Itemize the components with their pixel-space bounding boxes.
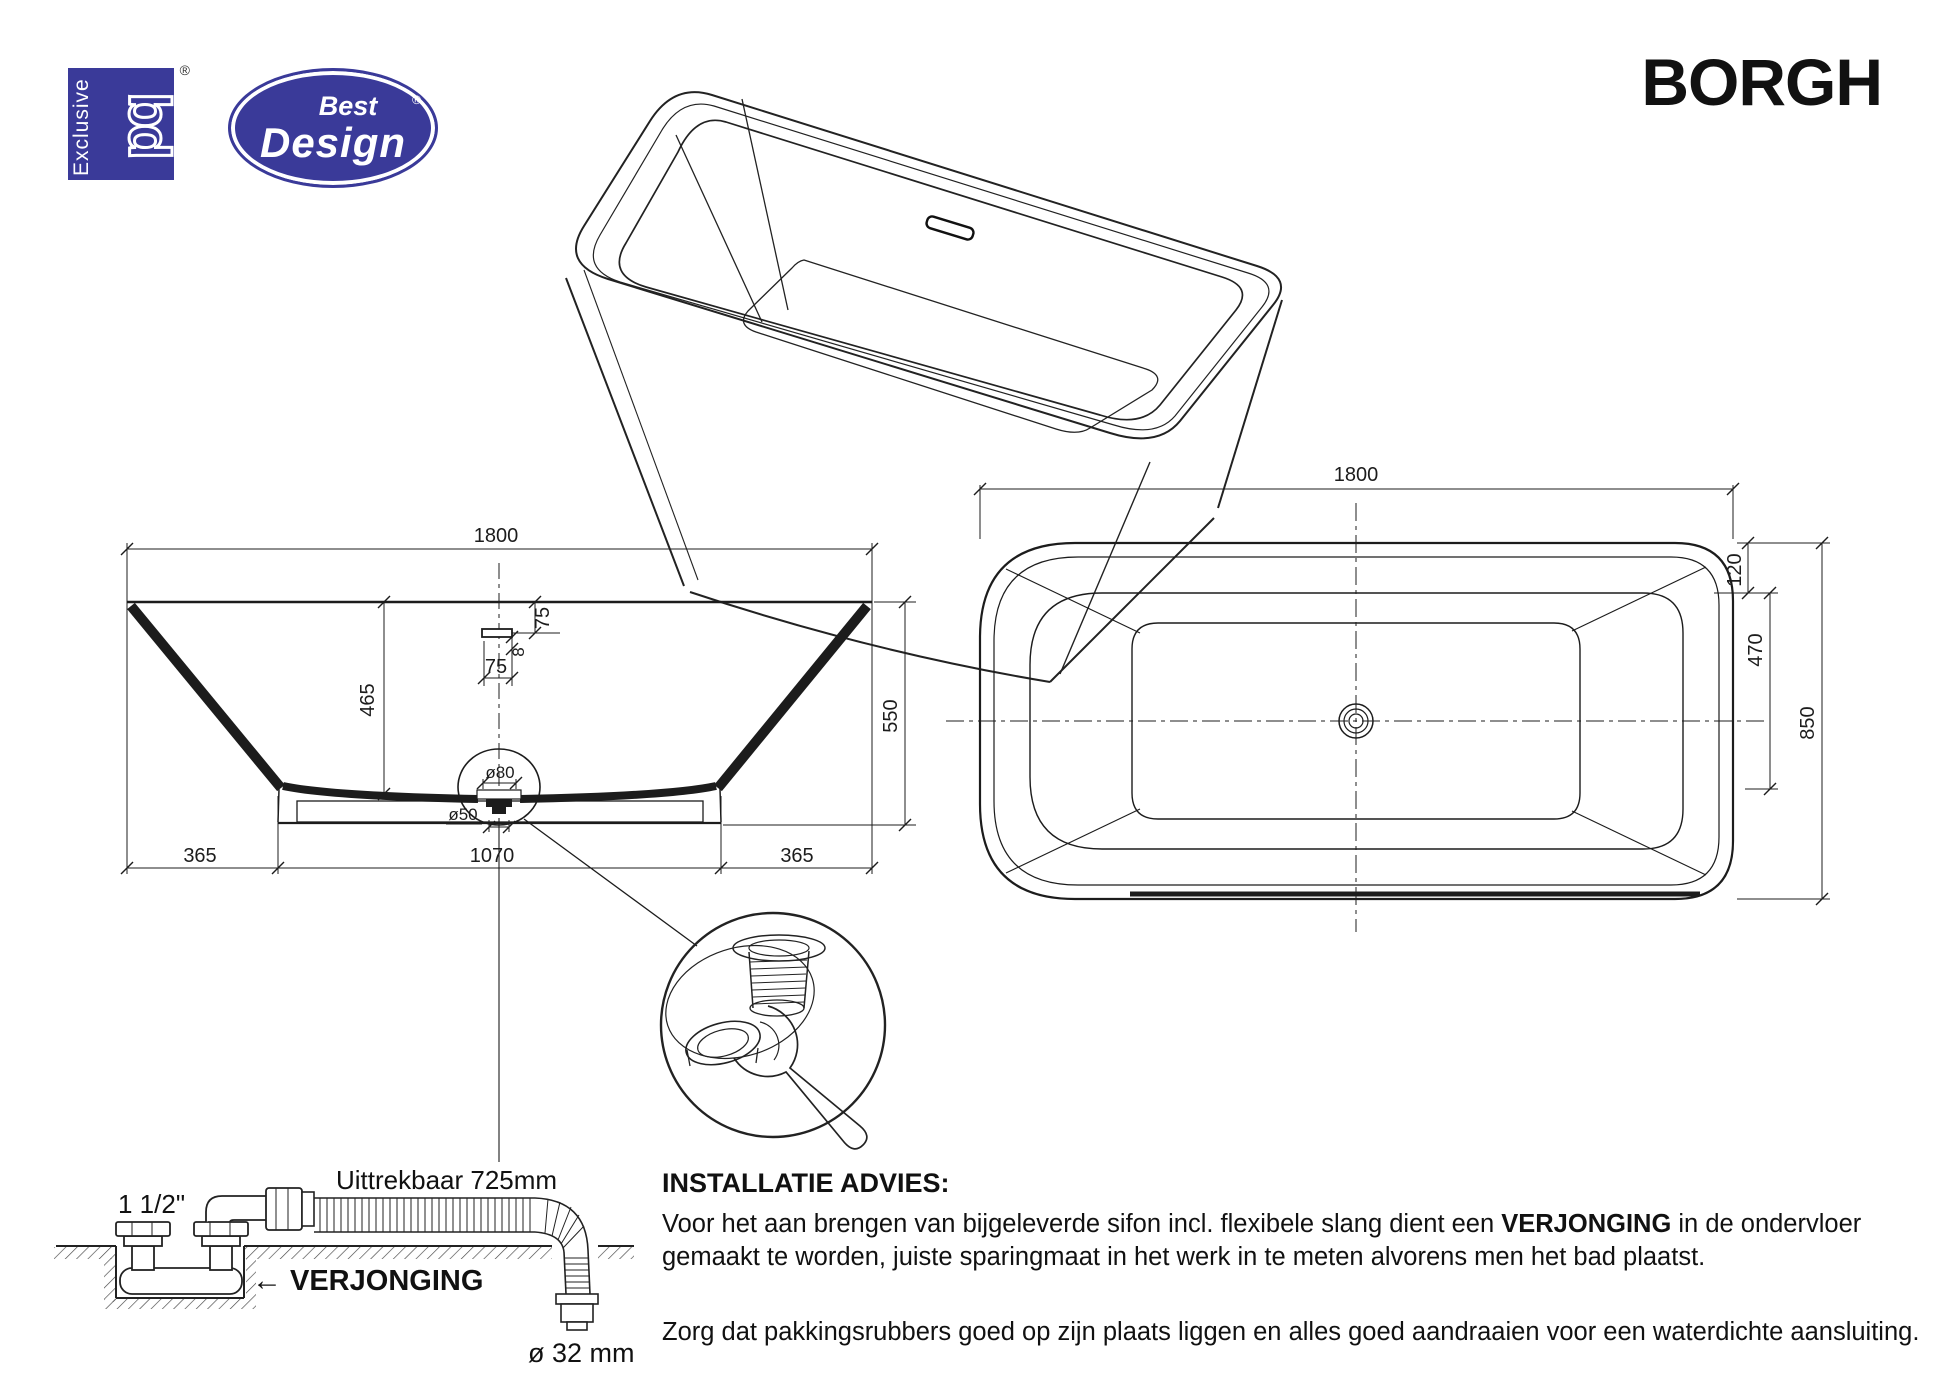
dim-foot-left: 365 bbox=[183, 845, 216, 867]
product-title: BORGH bbox=[1641, 45, 1883, 119]
registered-mark: ® bbox=[412, 93, 421, 107]
dim-inner: 470 bbox=[1745, 633, 1767, 666]
dim-drain-recess: ø80 bbox=[485, 763, 514, 782]
drain-detail-circle bbox=[659, 911, 887, 1150]
dim-rim: 120 bbox=[1724, 553, 1746, 586]
drain-recess bbox=[476, 789, 522, 800]
top-view: 1800 120 470 850 bbox=[946, 464, 1830, 932]
dim-depth: 850 bbox=[1797, 706, 1819, 739]
siphon-nut-right bbox=[193, 1221, 249, 1237]
drain-flange bbox=[732, 934, 826, 962]
advice-paragraph-1: Voor het aan brengen van bijgeleverde si… bbox=[662, 1208, 1940, 1274]
installation-advice: INSTALLATIE ADVIES: Voor het aan brengen… bbox=[662, 1166, 1940, 1350]
siphon-drawing: 1 1/2" Uittrekbaar 725mm ← VERJONGING ø … bbox=[54, 1165, 635, 1368]
exclusive-brand-logo: Exclusive bd ® bbox=[68, 62, 190, 180]
advice-title: INSTALLATIE ADVIES: bbox=[662, 1168, 950, 1198]
verjonging-label: VERJONGING bbox=[290, 1265, 483, 1297]
dim-width: 1800 bbox=[474, 525, 519, 547]
hose-end-connector bbox=[566, 1321, 588, 1331]
dim-overflow-offset: 75 bbox=[532, 607, 554, 629]
thread-lines bbox=[749, 959, 808, 1005]
overflow-plate bbox=[481, 628, 513, 638]
dim-overflow-width: 75 bbox=[485, 656, 507, 678]
extendable-label: Uittrekbaar 725mm bbox=[336, 1165, 557, 1195]
detail-leader-line bbox=[523, 818, 698, 947]
advice-paragraph-2: Zorg dat pakkingsrubbers goed op zijn pl… bbox=[662, 1318, 1920, 1347]
wrench-icon bbox=[733, 1005, 868, 1150]
best-label: Best bbox=[318, 90, 378, 121]
dim-base: 1070 bbox=[470, 845, 515, 867]
dim-overflow-height: 8 bbox=[509, 647, 528, 656]
best-design-logo: Best Design ® bbox=[228, 68, 438, 188]
design-label: Design bbox=[259, 118, 407, 166]
dim-drain-hole: ø50 bbox=[448, 805, 477, 824]
dim-height: 550 bbox=[880, 699, 902, 732]
dim-inner-height: 465 bbox=[357, 683, 379, 716]
overflow-slot bbox=[925, 215, 975, 241]
dim-top-width: 1800 bbox=[1334, 464, 1379, 486]
siphon-trap-body bbox=[119, 1267, 243, 1295]
isometric-view bbox=[565, 91, 1283, 683]
front-section-view: 1800 465 550 75 8 75 ø80 ø50 365 1070 36… bbox=[120, 525, 916, 1162]
left-arrow-icon: ← bbox=[252, 1264, 282, 1297]
drain-nut bbox=[685, 1020, 761, 1066]
hose-diameter-label: ø 32 mm bbox=[528, 1338, 635, 1368]
registered-mark: ® bbox=[179, 62, 190, 78]
detail-callout-ellipse bbox=[457, 748, 541, 826]
dim-foot-right: 365 bbox=[780, 845, 813, 867]
hose-coupling bbox=[265, 1187, 303, 1231]
flexible-hose bbox=[314, 1197, 599, 1331]
advice-p1-bold: VERJONGING bbox=[1501, 1210, 1672, 1239]
advice-p1-text: Voor het aan brengen van bijgeleverde si… bbox=[662, 1210, 1502, 1239]
waste-fitting bbox=[486, 799, 512, 807]
siphon-nut-left bbox=[115, 1221, 171, 1237]
advice-p1-text-after: in de ondervloer gemaakt te worden, juis… bbox=[662, 1210, 1862, 1272]
connection-size-label: 1 1/2" bbox=[118, 1189, 185, 1219]
